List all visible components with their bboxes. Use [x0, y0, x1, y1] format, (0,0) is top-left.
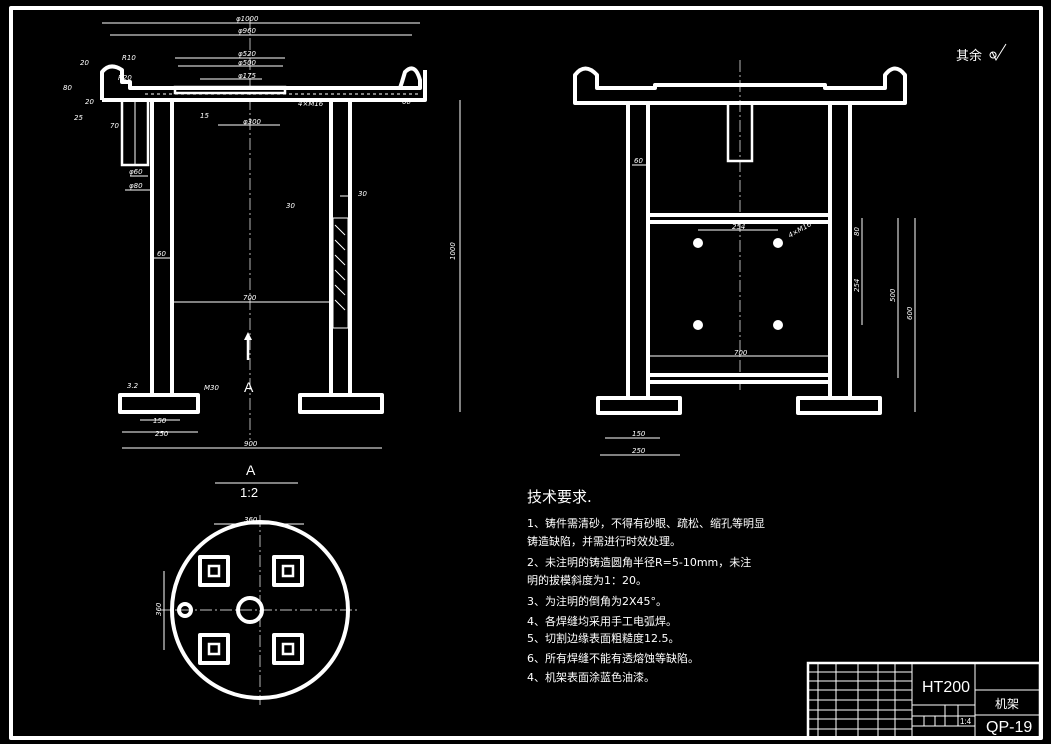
label: M30 — [204, 384, 219, 392]
label: 250 — [155, 430, 169, 438]
scale: 1:4 — [960, 717, 972, 726]
bolt-hole — [773, 320, 783, 330]
label: 30 — [286, 202, 295, 210]
part-name: 机架 — [995, 697, 1019, 711]
label: 80 — [853, 227, 861, 236]
label: 2、未注明的铸造圆角半径R=5-10mm，未注 — [527, 555, 751, 569]
label: 60 — [157, 250, 166, 258]
front-view: A φ1000 φ960 φ520 φ500 φ175 φ300 20 R10 … — [63, 15, 461, 449]
label: 30 — [358, 190, 367, 198]
label: φ1000 — [236, 15, 259, 23]
label: 5、切割边缘表面粗糙度12.5。 — [527, 631, 680, 645]
label: 20 — [80, 59, 89, 67]
label: 80 — [63, 84, 72, 92]
label: 60 — [402, 98, 411, 106]
bolt-hole — [693, 320, 703, 330]
label: φ60 — [129, 168, 143, 176]
bolt-hole — [693, 238, 703, 248]
label: φ80 — [129, 182, 143, 190]
roughness-icon — [989, 43, 1007, 62]
label: 150 — [632, 430, 646, 438]
label: 1、铸件需清砂，不得有砂眼、疏松、缩孔等明显 — [527, 516, 765, 530]
label: φ960 — [238, 27, 257, 35]
label: A — [246, 462, 256, 478]
label: 700 — [734, 349, 748, 357]
label: 360 — [244, 516, 258, 524]
side-view: 60 254 4×M16 80 254 500 600 700 150 250 — [573, 60, 916, 456]
label: 700 — [243, 294, 257, 302]
label: φ500 — [238, 59, 257, 67]
label: 60 — [634, 157, 643, 165]
label: 3、为注明的倒角为2X45°。 — [527, 594, 667, 608]
label: 15 — [200, 112, 209, 120]
label: R20 — [118, 74, 132, 82]
bolt-hole — [773, 238, 783, 248]
label: 250 — [632, 447, 646, 455]
material: HT200 — [922, 679, 970, 696]
label: 150 — [153, 417, 167, 425]
label: R10 — [122, 54, 136, 62]
tech-title: 技术要求. — [527, 488, 592, 506]
label: 6、所有焊缝不能有透熔蚀等缺陷。 — [527, 651, 699, 665]
label: 360 — [155, 602, 163, 616]
section-a-view: A 1:2 360 360 — [155, 462, 360, 705]
title-block: HT200 机架 QP-19 1:4 — [806, 661, 1042, 740]
label: 600 — [906, 306, 914, 320]
label: φ175 — [238, 72, 257, 80]
technical-requirements: 技术要求. 1、铸件需清砂，不得有砂眼、疏松、缩孔等明显 铸造缺陷，并需进行时效… — [527, 488, 765, 684]
drawing-number: QP-19 — [986, 719, 1032, 736]
drawing-frame — [9, 6, 1043, 740]
label: 明的拔模斜度为1：20。 — [527, 573, 647, 587]
label: 25 — [74, 114, 83, 122]
label: 900 — [244, 440, 258, 448]
label: 铸造缺陷，并需进行时效处理。 — [527, 534, 681, 548]
label: 1:2 — [240, 485, 258, 500]
roughness-note: 其余 — [956, 48, 982, 64]
label: 1000 — [449, 242, 457, 260]
label: 4、机架表面涂蓝色油漆。 — [527, 670, 655, 684]
front-dimension-labels: φ1000 φ960 φ520 φ500 φ175 φ300 20 R10 R2… — [63, 15, 457, 448]
label: φ300 — [243, 118, 262, 126]
label: 3.2 — [127, 382, 139, 390]
label: 500 — [889, 288, 897, 302]
side-dimension-labels: 60 254 4×M16 80 254 500 600 700 150 250 — [632, 157, 914, 455]
label: 20 — [85, 98, 94, 106]
view-marker-a: A — [244, 379, 254, 395]
label: 4×M16 — [298, 100, 324, 108]
label: 70 — [110, 122, 119, 130]
label: φ520 — [238, 50, 257, 58]
label: 254 — [853, 279, 861, 292]
label: 4、各焊缝均采用手工电弧焊。 — [527, 614, 677, 628]
label: 254 — [732, 223, 745, 231]
